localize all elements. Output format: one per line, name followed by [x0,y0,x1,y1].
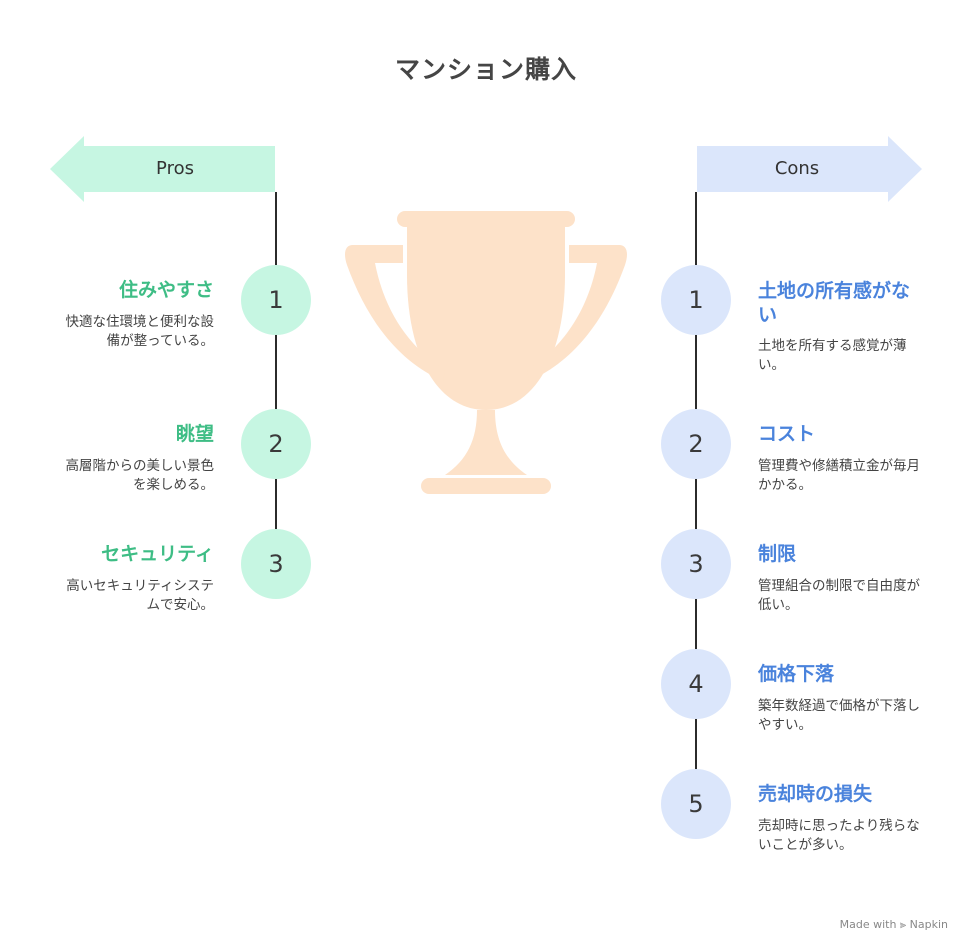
cons-banner: Cons [697,136,922,202]
cons-item-title: 売却時の損失 [758,783,873,805]
right-arrow-banner [697,136,922,202]
cons-number-1: 1 [661,265,731,335]
pros-number-3: 3 [241,529,311,599]
cons-number-3: 3 [661,529,731,599]
pros-number-1: 1 [241,265,311,335]
cons-item-desc: 売却時に思ったより残らないことが多い。 [758,818,920,853]
cons-item-desc: 築年数経過で価格が下落しやすい。 [758,698,920,733]
cons-number-5: 5 [661,769,731,839]
page-title: マンション購入 [394,55,577,84]
pros-label: Pros [156,158,194,179]
cons-number-2: 2 [661,409,731,479]
pros-item-desc: 快適な住環境と便利な設備が整っている。 [65,314,215,349]
trophy-icon [345,211,627,494]
cons-item-desc: 管理組合の制限で自由度が低い。 [758,578,920,613]
cons-item-desc: 土地を所有する感覚が薄い。 [758,338,907,373]
pros-banner: Pros [50,136,275,202]
pros-item-desc: 高層階からの美しい景色を楽しめる。 [65,458,215,493]
cons-label: Cons [774,158,820,179]
cons-item-title: コスト [758,423,816,445]
cons-item-desc: 管理費や修繕積立金が毎月かかる。 [758,458,920,493]
napkin-credit[interactable]: Made with ⫸ Napkin [839,918,948,931]
pros-item-desc: 高いセキュリティシステムで安心。 [66,578,214,613]
cons-item-title: 価格下落 [758,663,835,685]
pros-item-title: 住みやすさ [118,279,214,301]
cons-item-title: 制限 [758,543,797,565]
pros-timeline [275,192,277,530]
pros-number-2: 2 [241,409,311,479]
cons-number-4: 4 [661,649,731,719]
pros-item-title: セキュリティ [101,543,214,565]
pros-item-title: 眺望 [175,423,214,445]
left-arrow-banner [50,136,275,202]
cons-item-title: 土地の所有感がない [758,280,911,326]
cons-timeline [695,192,697,770]
